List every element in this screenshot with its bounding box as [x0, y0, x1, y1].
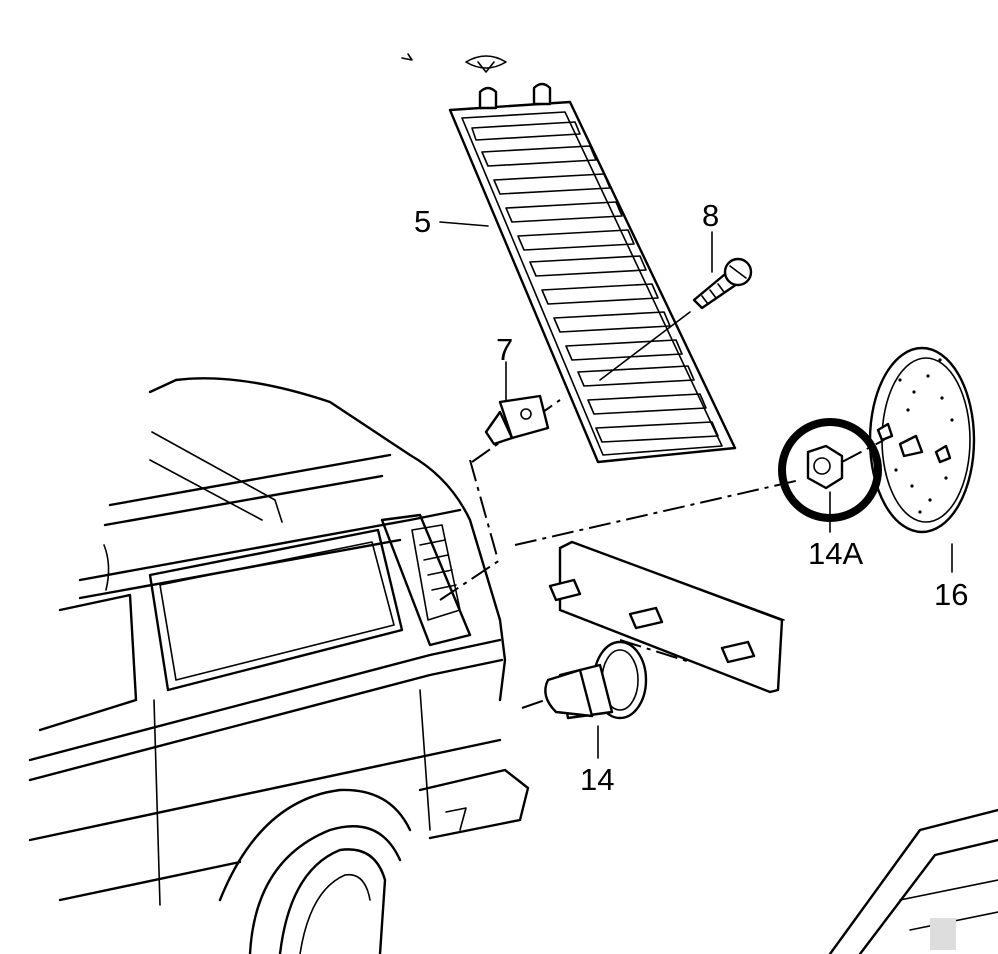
bulb-holder	[544, 640, 648, 720]
label-lens: 16	[934, 577, 968, 612]
lamp-base-plate	[548, 540, 785, 694]
nut	[806, 444, 844, 490]
label-bulb-holder: 14	[580, 762, 614, 797]
label-clip: 7	[496, 332, 513, 367]
lamp-lens	[868, 346, 976, 534]
grille-slats	[471, 121, 719, 443]
assembly-lines	[514, 439, 885, 709]
van-body	[28, 377, 561, 954]
label-screw: 8	[702, 198, 719, 233]
screw	[692, 257, 753, 310]
vent-grille	[448, 82, 737, 464]
leader-lines	[439, 221, 953, 759]
label-grille: 5	[414, 204, 431, 239]
label-nut: 14A	[808, 536, 863, 571]
clip	[484, 394, 550, 446]
top-partial-parts	[401, 53, 507, 73]
second-vehicle-partial	[828, 808, 998, 954]
lens-dots	[894, 358, 954, 514]
